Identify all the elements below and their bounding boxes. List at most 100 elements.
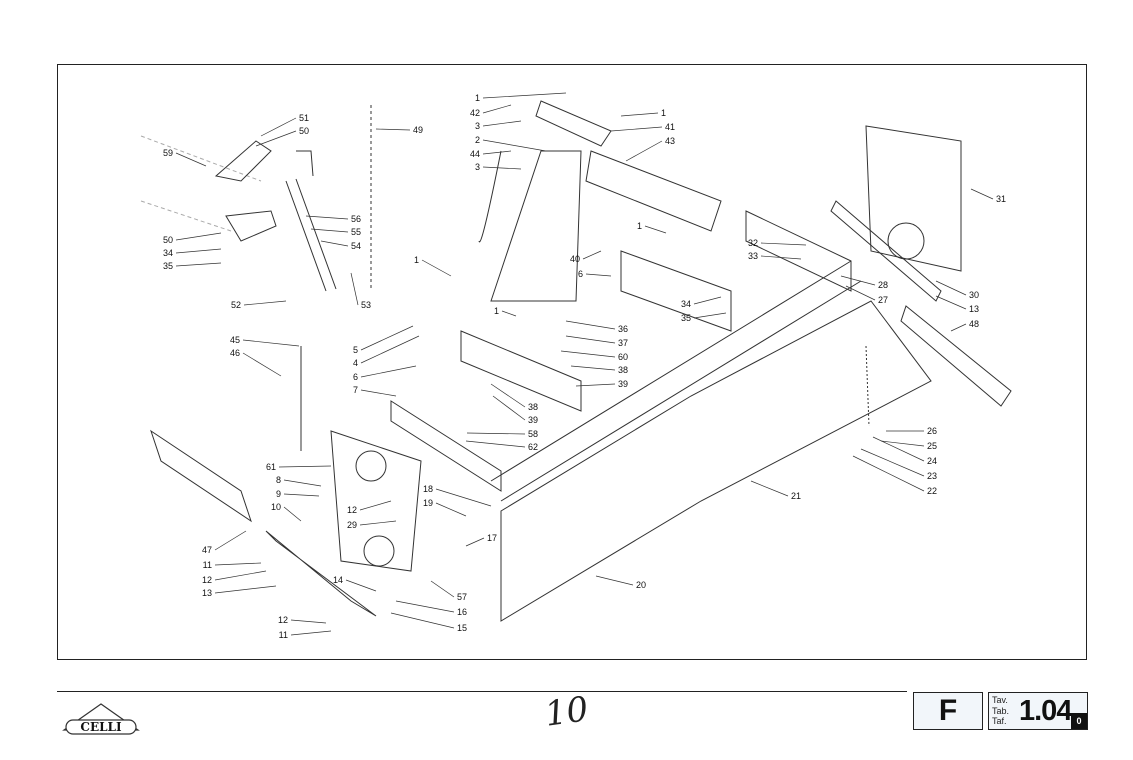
leader-line bbox=[255, 130, 297, 147]
callout-label: 24 bbox=[927, 456, 937, 466]
leader-line bbox=[350, 272, 359, 306]
chain-26 bbox=[865, 345, 870, 427]
callout-label: 34 bbox=[163, 248, 173, 258]
callout-label: 54 bbox=[351, 241, 361, 251]
adjuster-screw bbox=[285, 178, 337, 292]
leader-line bbox=[482, 92, 567, 99]
leader-line bbox=[320, 240, 349, 247]
leader-line bbox=[175, 152, 207, 167]
leader-line bbox=[595, 575, 634, 586]
callout-label: 37 bbox=[618, 338, 628, 348]
headstock bbox=[490, 150, 582, 302]
callout-label: 51 bbox=[299, 113, 309, 123]
leader-line bbox=[466, 432, 526, 435]
callout-label: 47 bbox=[202, 545, 212, 555]
side-plate bbox=[390, 400, 502, 492]
leader-line bbox=[465, 537, 485, 547]
callout-label: 29 bbox=[347, 520, 357, 530]
rear-hood bbox=[500, 300, 932, 622]
leader-line bbox=[644, 225, 667, 234]
leader-line bbox=[305, 215, 349, 220]
callout-label: 18 bbox=[423, 484, 433, 494]
leader-line bbox=[290, 630, 332, 636]
callout-label: 10 bbox=[271, 502, 281, 512]
callout-label: 1 bbox=[414, 255, 419, 265]
leader-line bbox=[435, 502, 467, 517]
callout-label: 36 bbox=[618, 324, 628, 334]
leader-line bbox=[845, 285, 876, 301]
leader-line bbox=[880, 440, 925, 447]
leader-line bbox=[260, 117, 297, 137]
callout-label: 41 bbox=[665, 122, 675, 132]
leader-line bbox=[492, 395, 526, 421]
leader-line bbox=[872, 436, 925, 462]
callout-label: 14 bbox=[333, 575, 343, 585]
leader-line bbox=[935, 295, 967, 310]
leader-line bbox=[243, 300, 287, 306]
callout-label: 8 bbox=[276, 475, 281, 485]
leader-line bbox=[360, 389, 397, 397]
table-labels: Tav. Tab. Taf. bbox=[992, 695, 1009, 727]
callout-label: 12 bbox=[278, 615, 288, 625]
callout-label: 1 bbox=[475, 93, 480, 103]
leader-line bbox=[852, 455, 925, 492]
callout-label: 50 bbox=[299, 126, 309, 136]
leader-line bbox=[360, 325, 414, 351]
leader-line bbox=[430, 580, 455, 598]
callout-label: 32 bbox=[748, 238, 758, 248]
side-plate-right bbox=[865, 125, 962, 272]
leader-line bbox=[465, 440, 526, 448]
callout-label: 33 bbox=[748, 251, 758, 261]
leader-line bbox=[395, 600, 455, 613]
gearbox-plate bbox=[330, 430, 422, 572]
callout-label: 27 bbox=[878, 295, 888, 305]
callout-label: 11 bbox=[203, 560, 212, 570]
svg-text:CELLI: CELLI bbox=[80, 720, 122, 734]
leader-line bbox=[175, 232, 222, 241]
callout-label: 15 bbox=[457, 623, 467, 633]
leader-line bbox=[482, 166, 522, 170]
callout-label: 34 bbox=[681, 299, 691, 309]
leader-line bbox=[482, 104, 512, 114]
callout-label: 2 bbox=[475, 135, 480, 145]
callout-label: 39 bbox=[528, 415, 538, 425]
language-code-box: F bbox=[913, 692, 983, 730]
leader-line bbox=[242, 339, 300, 347]
callout-label: 61 bbox=[266, 462, 276, 472]
callout-label: 38 bbox=[528, 402, 538, 412]
callout-label: 49 bbox=[413, 125, 423, 135]
callout-label: 35 bbox=[681, 313, 691, 323]
callout-label: 56 bbox=[351, 214, 361, 224]
main-beam bbox=[490, 260, 862, 502]
callout-label: 38 bbox=[618, 365, 628, 375]
leader-line bbox=[482, 120, 522, 127]
leader-line bbox=[760, 255, 802, 260]
leader-line bbox=[610, 126, 663, 132]
leader-line bbox=[278, 465, 332, 468]
leader-line bbox=[214, 530, 247, 551]
callout-label: 53 bbox=[361, 300, 371, 310]
leader-line bbox=[575, 383, 616, 387]
callout-label: 28 bbox=[878, 280, 888, 290]
leader-line bbox=[482, 139, 547, 152]
leader-line bbox=[490, 383, 526, 408]
callout-label: 35 bbox=[163, 261, 173, 271]
callout-label: 62 bbox=[528, 442, 538, 452]
table-label-en: Tab. bbox=[992, 705, 1010, 716]
callout-label: 17 bbox=[487, 533, 497, 543]
callout-label: 1 bbox=[661, 108, 666, 118]
leader-line bbox=[421, 259, 452, 277]
leader-line bbox=[625, 140, 663, 162]
callout-label: 57 bbox=[457, 592, 467, 602]
callout-label: 7 bbox=[353, 385, 358, 395]
callout-label: 16 bbox=[457, 607, 467, 617]
callout-label: 48 bbox=[969, 319, 979, 329]
callout-label: 1 bbox=[637, 221, 642, 231]
callout-label: 26 bbox=[927, 426, 937, 436]
bearing-opening bbox=[887, 222, 925, 260]
leader-line bbox=[175, 262, 222, 267]
callout-label: 3 bbox=[475, 162, 480, 172]
callout-label: 6 bbox=[578, 269, 583, 279]
